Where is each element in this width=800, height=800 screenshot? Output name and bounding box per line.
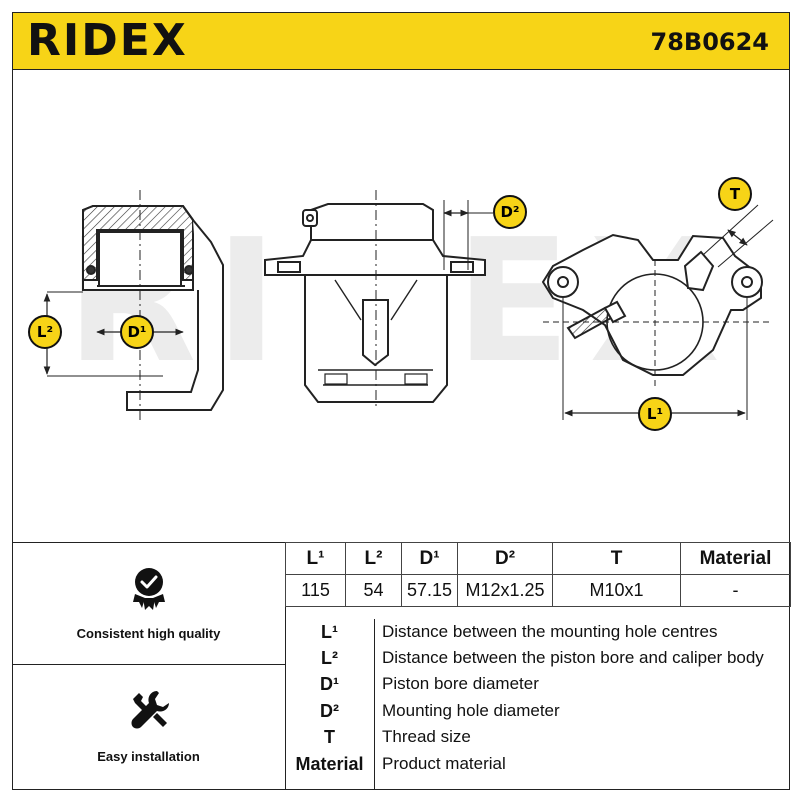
spec-header-l2: L² [345, 542, 402, 575]
front-view [264, 190, 486, 410]
svg-text:L²: L² [37, 323, 53, 341]
legend-abbr: L² [321, 648, 338, 668]
frame-bottom [12, 789, 790, 790]
technical-drawing: RIDEX L² [12, 70, 790, 542]
feature-quality: Consistent high quality [12, 542, 285, 664]
legend-description: Piston bore diameter [382, 674, 539, 693]
legend-abbr: D¹ [320, 674, 339, 694]
legend-abbr: D² [320, 701, 339, 721]
spec-header-t: T [552, 542, 681, 575]
spec-header-d2: D² [457, 542, 553, 575]
feature-installation: Easy installation [12, 665, 285, 789]
frame-right [789, 542, 790, 790]
label-d1-badge: D¹ [120, 315, 154, 349]
spec-value-l1: 115 [285, 574, 346, 607]
quality-badge-icon [133, 568, 165, 610]
features-column-border [285, 542, 286, 790]
svg-text:L¹: L¹ [647, 405, 663, 423]
legend-row: L² Distance between the piston bore and … [285, 645, 790, 671]
spec-value-material: - [680, 574, 791, 607]
spec-value-t: M10x1 [552, 574, 681, 607]
spec-value-row: 115 54 57.15 M12x1.25 M10x1 - [285, 574, 791, 607]
part-number: 78B0624 [650, 28, 770, 56]
legend-row: D¹ Piston bore diameter [285, 671, 790, 697]
spec-value-d1: 57.15 [401, 574, 458, 607]
legend-description: Thread size [382, 727, 471, 746]
legend-description: Distance between the mounting hole centr… [382, 622, 718, 641]
legend-row: D² Mounting hole diameter [285, 698, 790, 724]
wrench-icon [131, 691, 169, 729]
legend: L¹ Distance between the mounting hole ce… [285, 619, 790, 789]
caliper-drawing-svg: RIDEX L² [28, 177, 774, 431]
brand-logo: RIDEX [27, 15, 188, 66]
spec-value-l2: 54 [345, 574, 402, 607]
legend-row: Material Product material [285, 751, 790, 777]
side-view [541, 233, 773, 390]
features-divider [12, 664, 285, 665]
legend-abbr: T [324, 727, 335, 747]
legend-description: Distance between the piston bore and cal… [382, 648, 764, 667]
label-l1-badge: L¹ [638, 397, 672, 431]
spec-header-material: Material [680, 542, 791, 575]
legend-abbr: Material [295, 754, 364, 774]
legend-column-border [374, 619, 375, 789]
legend-row: T Thread size [285, 724, 790, 750]
feature-installation-label: Easy installation [97, 749, 200, 764]
spec-table: L¹ L² D¹ D² T Material 115 54 57.15 M12x… [285, 542, 791, 607]
svg-text:D¹: D¹ [127, 323, 146, 341]
feature-quality-label: Consistent high quality [76, 626, 221, 641]
spec-value-d2: M12x1.25 [457, 574, 553, 607]
legend-abbr: L¹ [321, 622, 338, 642]
label-d2-badge: D² [493, 195, 527, 229]
header-bar: RIDEX 78B0624 [12, 12, 790, 70]
section-view [82, 190, 224, 420]
frame-left [12, 542, 13, 790]
label-t-badge: T [718, 177, 752, 211]
spec-header-row: L¹ L² D¹ D² T Material [285, 542, 791, 575]
legend-description: Product material [382, 754, 506, 773]
legend-row: L¹ Distance between the mounting hole ce… [285, 619, 790, 645]
spec-header-d1: D¹ [401, 542, 458, 575]
svg-text:D²: D² [500, 203, 519, 221]
svg-text:T: T [730, 185, 741, 203]
spec-header-l1: L¹ [285, 542, 346, 575]
label-l2-badge: L² [28, 315, 62, 349]
legend-description: Mounting hole diameter [382, 701, 560, 720]
